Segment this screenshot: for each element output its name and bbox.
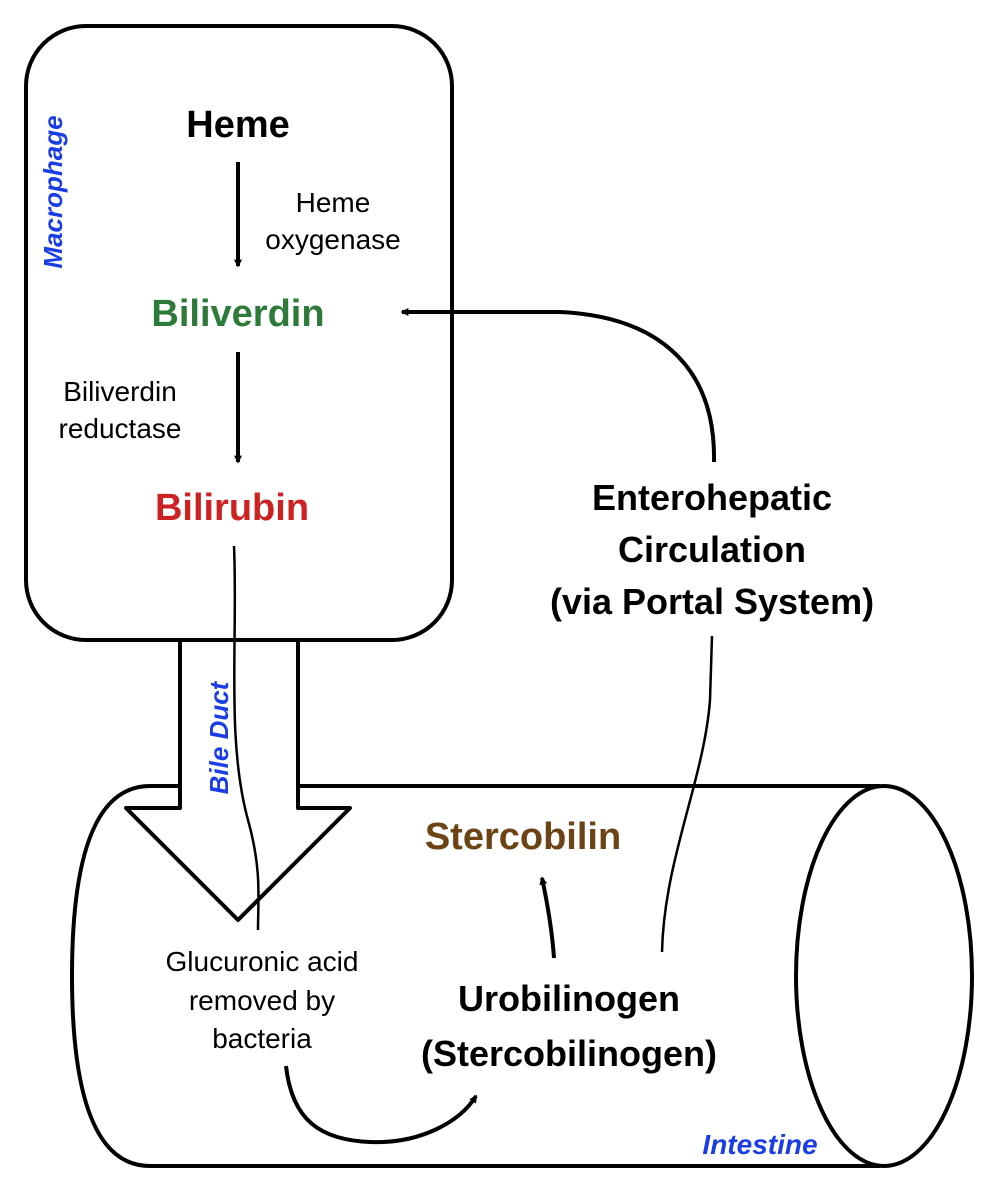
biliverdin-reductase-label-line1: Biliverdin <box>63 376 177 407</box>
enterohepatic-label-line2: Circulation <box>618 529 806 570</box>
enterohepatic-lower-line <box>660 635 714 953</box>
biliverdin-label: Biliverdin <box>151 293 324 335</box>
biliverdin-reductase-label-line2: reductase <box>59 413 182 444</box>
urobilinogen-label: Urobilinogen <box>458 978 680 1019</box>
heme-oxygenase-label-line2: oxygenase <box>265 224 400 255</box>
heme-oxygenase-label-line1: Heme <box>296 187 371 218</box>
intestine-label: Intestine <box>702 1129 817 1160</box>
urobilinogen-to-stercobilin-arrow <box>539 876 556 959</box>
heme-label: Heme <box>186 104 290 146</box>
glucuronic-to-urobilinogen-arrow <box>284 1065 478 1145</box>
enterohepatic-upper-arrow <box>400 308 717 463</box>
stercobilin-label: Stercobilin <box>425 816 621 858</box>
macrophage-label: Macrophage <box>38 115 68 268</box>
macrophage-box <box>24 24 454 642</box>
glucuronic-note-line3: bacteria <box>212 1023 312 1054</box>
bilirubin-to-intestine-line <box>232 545 260 931</box>
bilirubin-label: Bilirubin <box>155 487 309 529</box>
enterohepatic-label-line3: (via Portal System) <box>550 581 874 622</box>
glucuronic-note-line2: removed by <box>189 985 335 1016</box>
enterohepatic-label-line1: Enterohepatic <box>592 477 832 518</box>
glucuronic-note-line1: Glucuronic acid <box>166 946 359 977</box>
stercobilinogen-label: (Stercobilinogen) <box>421 1033 717 1074</box>
bile-duct-label: Bile Duct <box>204 680 234 794</box>
